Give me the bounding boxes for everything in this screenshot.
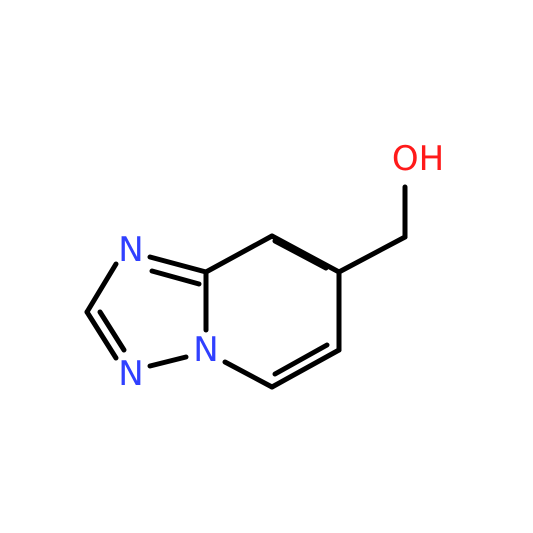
atom-hydroxyl: OH [392,139,444,179]
bond-c7-c8 [269,233,342,275]
bond-c2-n3 [84,309,119,361]
bond-c8-c8a [203,233,275,275]
bond-c6-c5 [269,347,342,390]
atom-n-bottom-left: N [118,354,143,394]
atom-n-bridge: N [193,330,218,370]
bond-c7-ch2 [336,234,408,275]
bond-n3-n4 [147,354,189,369]
bond-c2-n3-inner [97,309,127,353]
bond-c5-n4 [222,359,275,390]
bond-c8a-n1-inner [149,268,202,287]
bond-n1-c2 [84,261,119,315]
bond-c6-c5-inner [272,342,330,377]
bonds [84,184,408,390]
bond-c8a-n1 [147,254,209,275]
atom-n-top: N [118,230,143,270]
atom-labels: N N N OH [118,139,444,394]
bond-c7-c8-inner [272,238,329,271]
